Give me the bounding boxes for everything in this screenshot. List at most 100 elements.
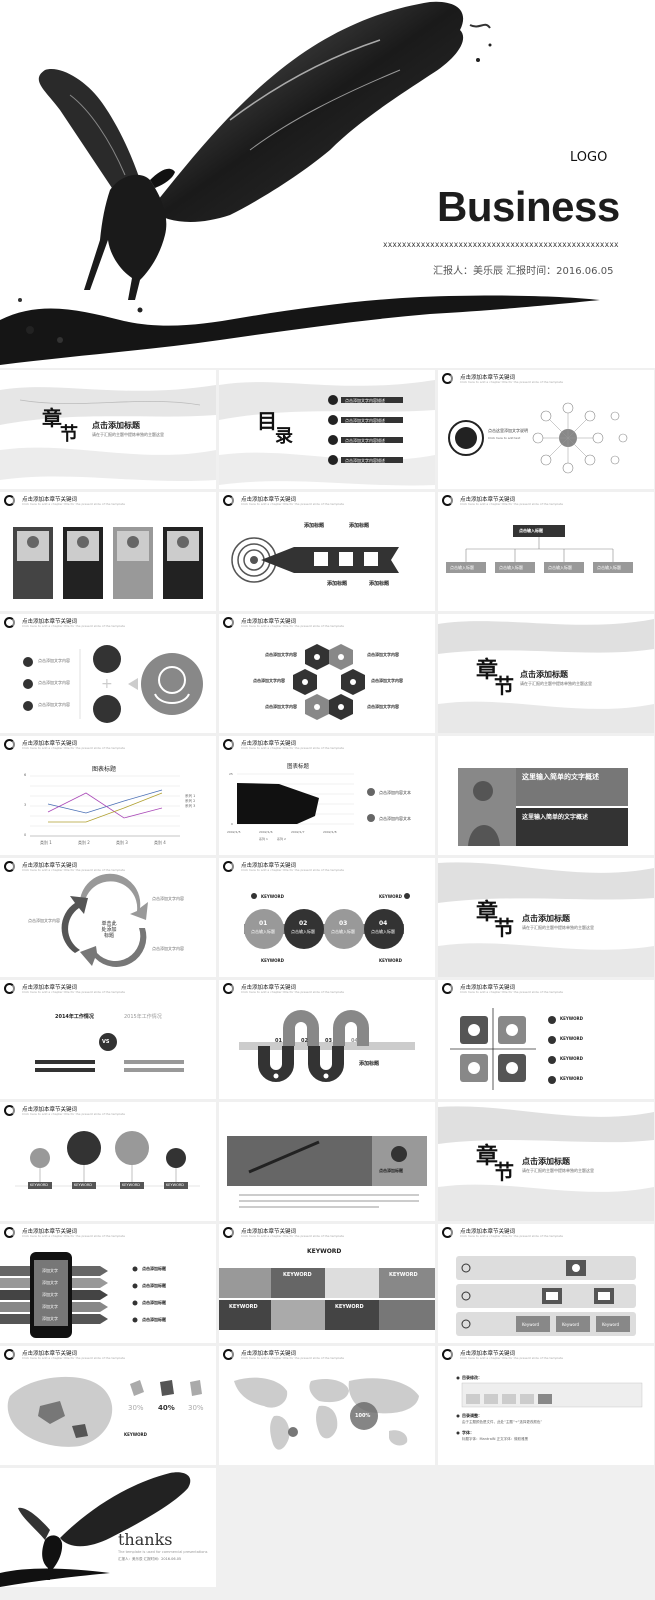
ink-wash-background — [438, 862, 654, 977]
chapter-char-2: 节 — [494, 1160, 514, 1184]
lightbulb-icon — [468, 1062, 480, 1074]
toc-item[interactable]: 点击添加文字内容描述 — [345, 398, 385, 403]
user-icon — [367, 788, 375, 796]
cover-slide[interactable]: LOGO Business xxxxxxxxxxxxxxxxxxxxxxxxxx… — [0, 0, 655, 368]
vs-right-title: 2015年工作情况 — [124, 1014, 162, 1020]
slide-chapter-1[interactable]: 章 节 点击添加标题 请在于汇报的主题中提炼单独的主题这里 — [0, 370, 216, 489]
tools-icon — [367, 814, 375, 822]
timeline-number: 04 — [379, 920, 388, 927]
x-tick: 类别 2 — [78, 840, 90, 845]
y-tick: 0 — [24, 833, 27, 837]
chapter-desc: 请在于汇报的主题中提炼单独的主题这里 — [522, 1168, 594, 1173]
chapter-char-1: 章 — [476, 657, 499, 683]
medal-icon — [115, 1131, 149, 1165]
arrow-title: 添加标题 — [349, 523, 370, 529]
timeline-label: 点击输入标题 — [371, 929, 395, 934]
ink-wash-background — [438, 1106, 654, 1221]
area-chart-title: 图表标题 — [287, 764, 310, 770]
slide-chapter-2[interactable]: 章 节 点击添加标题 请在于汇报的主题中提炼单独的主题这里 — [438, 614, 654, 733]
thanks-title: thanks — [118, 1530, 173, 1549]
line-chart-title: 图表标题 — [92, 766, 117, 773]
area-chart — [237, 773, 375, 825]
toc-item[interactable]: 点击添加文字内容描述 — [345, 418, 385, 423]
pen-photo-layout — [227, 1136, 427, 1208]
flow-keyword: Keyword — [562, 1322, 580, 1327]
writing-hand-photo — [227, 1136, 372, 1186]
header-ring-icon — [4, 1349, 15, 1360]
phone-item-title: 点击添加标题 — [142, 1317, 166, 1322]
series-line — [47, 789, 163, 814]
header-ring-icon — [442, 373, 453, 384]
phone-bar-label: 添加文字 — [42, 1316, 58, 1321]
slide-chapter-4[interactable]: 章 节 点击添加标题 请在于汇报的主题中提炼单独的主题这里 — [438, 1102, 654, 1221]
keyword-label: KEYWORD — [560, 1016, 583, 1021]
keyword-label: KEYWORD — [283, 1272, 312, 1278]
drop-icon — [572, 1264, 580, 1272]
toc-bullet-icon — [328, 395, 338, 405]
toc-char-1: 目 — [257, 409, 277, 433]
gear-icon — [93, 695, 121, 723]
cycle-diagram — [61, 873, 148, 967]
slide-chapter-3[interactable]: 章 节 点击添加标题 请在于汇报的主题中提炼单独的主题这里 — [438, 858, 654, 977]
x-tick: 2002/1/7 — [291, 830, 305, 834]
legend-entry: 系列 1 — [259, 837, 268, 841]
toc-char-2: 录 — [275, 426, 293, 447]
vs-badge — [99, 1033, 117, 1051]
arrow-icon — [548, 1056, 556, 1064]
toc-item[interactable]: 点击添加文字内容描述 — [345, 458, 385, 463]
timeline-label: 点击输入标题 — [331, 929, 355, 934]
team-photo — [271, 1300, 325, 1330]
arrow-icon — [404, 893, 410, 899]
thanks-meta: 汇报人：美乐辰 汇报时间：2016.06.05 — [118, 1557, 182, 1561]
smile-icon — [23, 679, 33, 689]
photo-text-title: 这里输入简单的文字概述 — [522, 773, 599, 781]
slide-toc[interactable]: 目 录 点击添加文字内容描述 点击添加文字内容描述 点击添加文字内容描述 点击添… — [219, 370, 435, 489]
header-ring-icon — [442, 983, 453, 994]
satellite-icon — [314, 704, 320, 710]
toc-item[interactable]: 点击添加文字内容描述 — [345, 438, 385, 443]
tools-icon — [338, 654, 344, 660]
slide-thanks[interactable]: thanks The template is used for commerci… — [0, 1468, 216, 1587]
target-arrow-diagram — [231, 537, 399, 583]
hourglass-icon — [302, 679, 308, 685]
keyword-label: KEYWORD — [229, 1304, 258, 1310]
chapter-char-2: 节 — [494, 674, 514, 698]
arrow-icon — [251, 893, 257, 899]
header-ring-icon — [4, 739, 15, 750]
slide-photo-text[interactable]: 这里输入简单的文字概述 这里输入简单的文字概述 — [438, 736, 654, 855]
series-line — [47, 792, 163, 819]
china-map — [7, 1376, 202, 1447]
percent-value: 30% — [188, 1404, 204, 1412]
chapter-char-2: 节 — [60, 424, 78, 445]
slide-pen-photo[interactable]: 点击添加标题 — [219, 1102, 435, 1221]
pegasus-ink-illustration — [0, 1, 600, 365]
icon-caption: 点击添加文字内容 — [38, 658, 70, 663]
